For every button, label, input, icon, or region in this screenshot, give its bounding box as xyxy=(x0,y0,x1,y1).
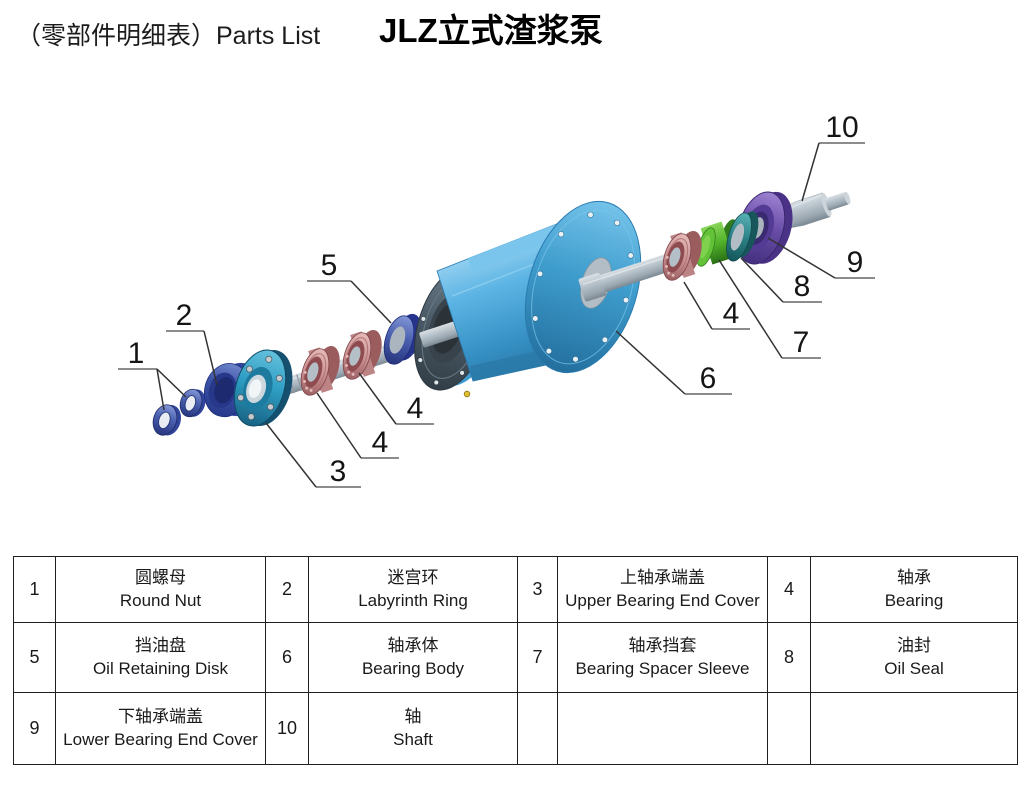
part-no-cell: 5 xyxy=(13,622,56,693)
part-name-cn: 轴 xyxy=(404,707,422,727)
callout-label-9: 9 xyxy=(847,246,864,279)
part-upper-bearing-end-cover xyxy=(233,349,293,427)
part-name-en: Oil Retaining Disk xyxy=(92,659,229,679)
part-name-cell: 轴承 Bearing xyxy=(810,556,1018,623)
part-name-cell: 下轴承端盖 Lower Bearing End Cover xyxy=(55,692,266,765)
part-name-en: Shaft xyxy=(393,730,433,750)
page-title: JLZ立式渣浆泵 xyxy=(379,12,603,49)
callout-3: 3 xyxy=(265,422,361,488)
part-bearing-c xyxy=(662,231,702,281)
callout-10: 10 xyxy=(801,111,865,202)
part-name-cell: 迷宫环 Labyrinth Ring xyxy=(308,556,518,623)
page-subtitle: （零部件明细表）Parts List xyxy=(16,22,321,50)
part-name-en: Upper Bearing End Cover xyxy=(565,591,760,611)
part-name-cn: 油封 xyxy=(897,636,931,656)
callout-5: 5 xyxy=(307,249,392,324)
callout-label-4b: 4 xyxy=(407,392,424,425)
part-name-cn: 上轴承端盖 xyxy=(620,568,705,588)
part-name-cell: 轴承体 Bearing Body xyxy=(308,622,518,693)
part-name-en: Bearing Spacer Sleeve xyxy=(575,659,750,679)
exploded-view-diagram: 1 2 5 3 4 xyxy=(118,111,875,488)
callout-label-7: 7 xyxy=(793,326,810,359)
part-name-cell xyxy=(557,692,768,765)
callout-8: 8 xyxy=(740,257,822,303)
part-no-cell: 6 xyxy=(265,622,309,693)
part-name-cell: 挡油盘 Oil Retaining Disk xyxy=(55,622,266,693)
part-bearing-b xyxy=(342,330,382,380)
part-name-cn: 迷宫环 xyxy=(387,568,439,588)
part-name-cell: 圆螺母 Round Nut xyxy=(55,556,266,623)
table-row: 9 下轴承端盖 Lower Bearing End Cover 10 轴 Sha… xyxy=(13,692,1018,765)
part-no-cell: 2 xyxy=(265,556,309,623)
callout-label-4c: 4 xyxy=(723,297,740,330)
part-name-en: Oil Seal xyxy=(884,659,944,679)
table-row: 1 圆螺母 Round Nut 2 迷宫环 Labyrinth Ring 3 上… xyxy=(13,556,1018,623)
part-name-cn: 挡油盘 xyxy=(135,636,186,656)
part-no-cell xyxy=(767,692,811,765)
part-no-cell: 7 xyxy=(517,622,558,693)
part-name-cn: 圆螺母 xyxy=(135,568,186,588)
part-name-cn: 轴承体 xyxy=(387,636,439,656)
callout-label-10: 10 xyxy=(825,111,858,144)
part-oil-seal xyxy=(726,211,759,262)
part-name-cell: 轴承挡套 Bearing Spacer Sleeve xyxy=(557,622,768,693)
part-name-en: Lower Bearing End Cover xyxy=(63,730,258,750)
callout-1: 1 xyxy=(118,337,187,411)
part-name-cell: 油封 Oil Seal xyxy=(810,622,1018,693)
part-no-cell: 9 xyxy=(13,692,56,765)
callout-4a: 4 xyxy=(316,392,399,459)
part-no-cell: 10 xyxy=(265,692,309,765)
part-name-en: Labyrinth Ring xyxy=(358,591,468,611)
part-name-cn: 轴承 xyxy=(897,568,931,588)
part-name-en: Bearing Body xyxy=(361,659,465,679)
callout-9: 9 xyxy=(767,237,875,279)
part-bearing-body xyxy=(414,200,642,398)
callout-label-4a: 4 xyxy=(372,426,389,459)
parts-table: 1 圆螺母 Round Nut 2 迷宫环 Labyrinth Ring 3 上… xyxy=(13,556,1018,765)
part-name-en: Bearing xyxy=(884,591,944,611)
part-no-cell: 1 xyxy=(13,556,56,623)
callout-label-5: 5 xyxy=(321,249,338,282)
callout-label-1: 1 xyxy=(128,337,145,370)
table-row: 5 挡油盘 Oil Retaining Disk 6 轴承体 Bearing B… xyxy=(13,622,1018,693)
part-name-cn: 轴承挡套 xyxy=(628,636,697,656)
callout-2: 2 xyxy=(166,299,218,386)
part-no-cell: 8 xyxy=(767,622,811,693)
callout-7: 7 xyxy=(718,259,821,359)
part-name-en: Round Nut xyxy=(119,591,202,611)
callout-4c: 4 xyxy=(683,281,750,330)
callout-4b: 4 xyxy=(358,372,434,425)
callout-label-6: 6 xyxy=(700,362,717,395)
part-bearing-a xyxy=(300,346,340,396)
callout-label-2: 2 xyxy=(176,299,193,332)
callout-6: 6 xyxy=(615,330,732,395)
part-name-cell: 轴 Shaft xyxy=(308,692,518,765)
part-name-cell xyxy=(810,692,1018,765)
callout-label-3: 3 xyxy=(330,455,347,488)
part-round-nut-b xyxy=(179,388,206,418)
callout-label-8: 8 xyxy=(794,270,811,303)
grease-nipple xyxy=(463,390,471,398)
part-no-cell: 3 xyxy=(517,556,558,623)
part-no-cell xyxy=(517,692,558,765)
part-no-cell: 4 xyxy=(767,556,811,623)
part-name-cell: 上轴承端盖 Upper Bearing End Cover xyxy=(557,556,768,623)
part-round-nut-a xyxy=(152,404,182,436)
part-name-cn: 下轴承端盖 xyxy=(118,707,203,727)
